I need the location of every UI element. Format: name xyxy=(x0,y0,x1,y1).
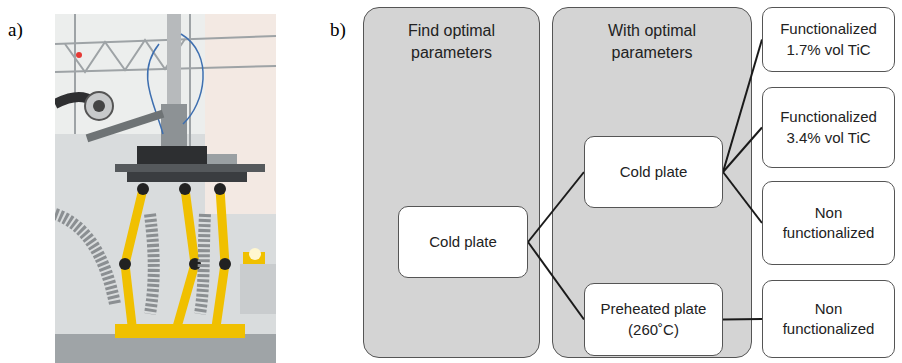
platform-frame xyxy=(127,172,247,182)
box-label: Non functionalized xyxy=(775,299,882,340)
hose xyxy=(200,214,205,314)
stage-panel: With optimal parametersCold platePreheat… xyxy=(552,7,752,358)
wall xyxy=(205,14,276,214)
leg-joints xyxy=(119,183,231,270)
box-label: Cold plate xyxy=(429,232,497,252)
stage-panel: Find optimal parametersCold plate xyxy=(363,7,540,358)
process-box: Non functionalized xyxy=(762,280,895,358)
side-table xyxy=(240,264,276,314)
substrate-box xyxy=(137,146,207,164)
laser-head xyxy=(161,104,187,150)
box-label: Functionalized 3.4% vol TiC xyxy=(775,107,882,148)
truss-beam xyxy=(55,36,276,44)
roof-truss xyxy=(55,14,276,174)
extraction-fan xyxy=(85,92,113,120)
fan-hub xyxy=(93,100,105,112)
corrugated-hoses xyxy=(55,214,205,314)
machine-photo xyxy=(55,14,276,363)
build-platform xyxy=(115,164,265,172)
clamp xyxy=(207,154,237,164)
fan-arm xyxy=(86,110,165,142)
base-frame xyxy=(115,324,245,338)
hose xyxy=(150,214,154,314)
box-label: Non functionalized xyxy=(775,203,882,244)
box-label: Functionalized 1.7% vol TiC xyxy=(775,19,882,60)
lamp xyxy=(249,248,261,260)
panel-label: a) xyxy=(8,20,23,39)
process-box: Preheated plate (260˚C) xyxy=(584,283,723,356)
cable xyxy=(181,34,203,124)
panel-label: b) xyxy=(330,20,346,39)
process-box: Functionalized 3.4% vol TiC xyxy=(762,87,895,168)
positioner-legs xyxy=(125,189,225,334)
photo-ground xyxy=(55,14,276,363)
process-box: Cold plate xyxy=(398,206,528,278)
box-label: Cold plate xyxy=(620,162,688,182)
panel-heading: With optimal parameters xyxy=(571,20,733,63)
process-box: Non functionalized xyxy=(762,181,895,265)
joint xyxy=(219,258,231,270)
floor xyxy=(55,334,276,363)
joint xyxy=(179,183,191,195)
panel-heading: Find optimal parameters xyxy=(382,20,521,63)
joint xyxy=(137,183,149,195)
process-box: Cold plate xyxy=(584,136,723,208)
joint xyxy=(214,183,226,195)
warning-light xyxy=(76,52,82,58)
truss-post xyxy=(74,14,76,134)
hose xyxy=(55,214,115,304)
process-box: Functionalized 1.7% vol TiC xyxy=(762,7,895,72)
laser-column xyxy=(167,14,181,104)
box-label: Preheated plate (260˚C) xyxy=(597,299,710,340)
joint xyxy=(119,258,131,270)
